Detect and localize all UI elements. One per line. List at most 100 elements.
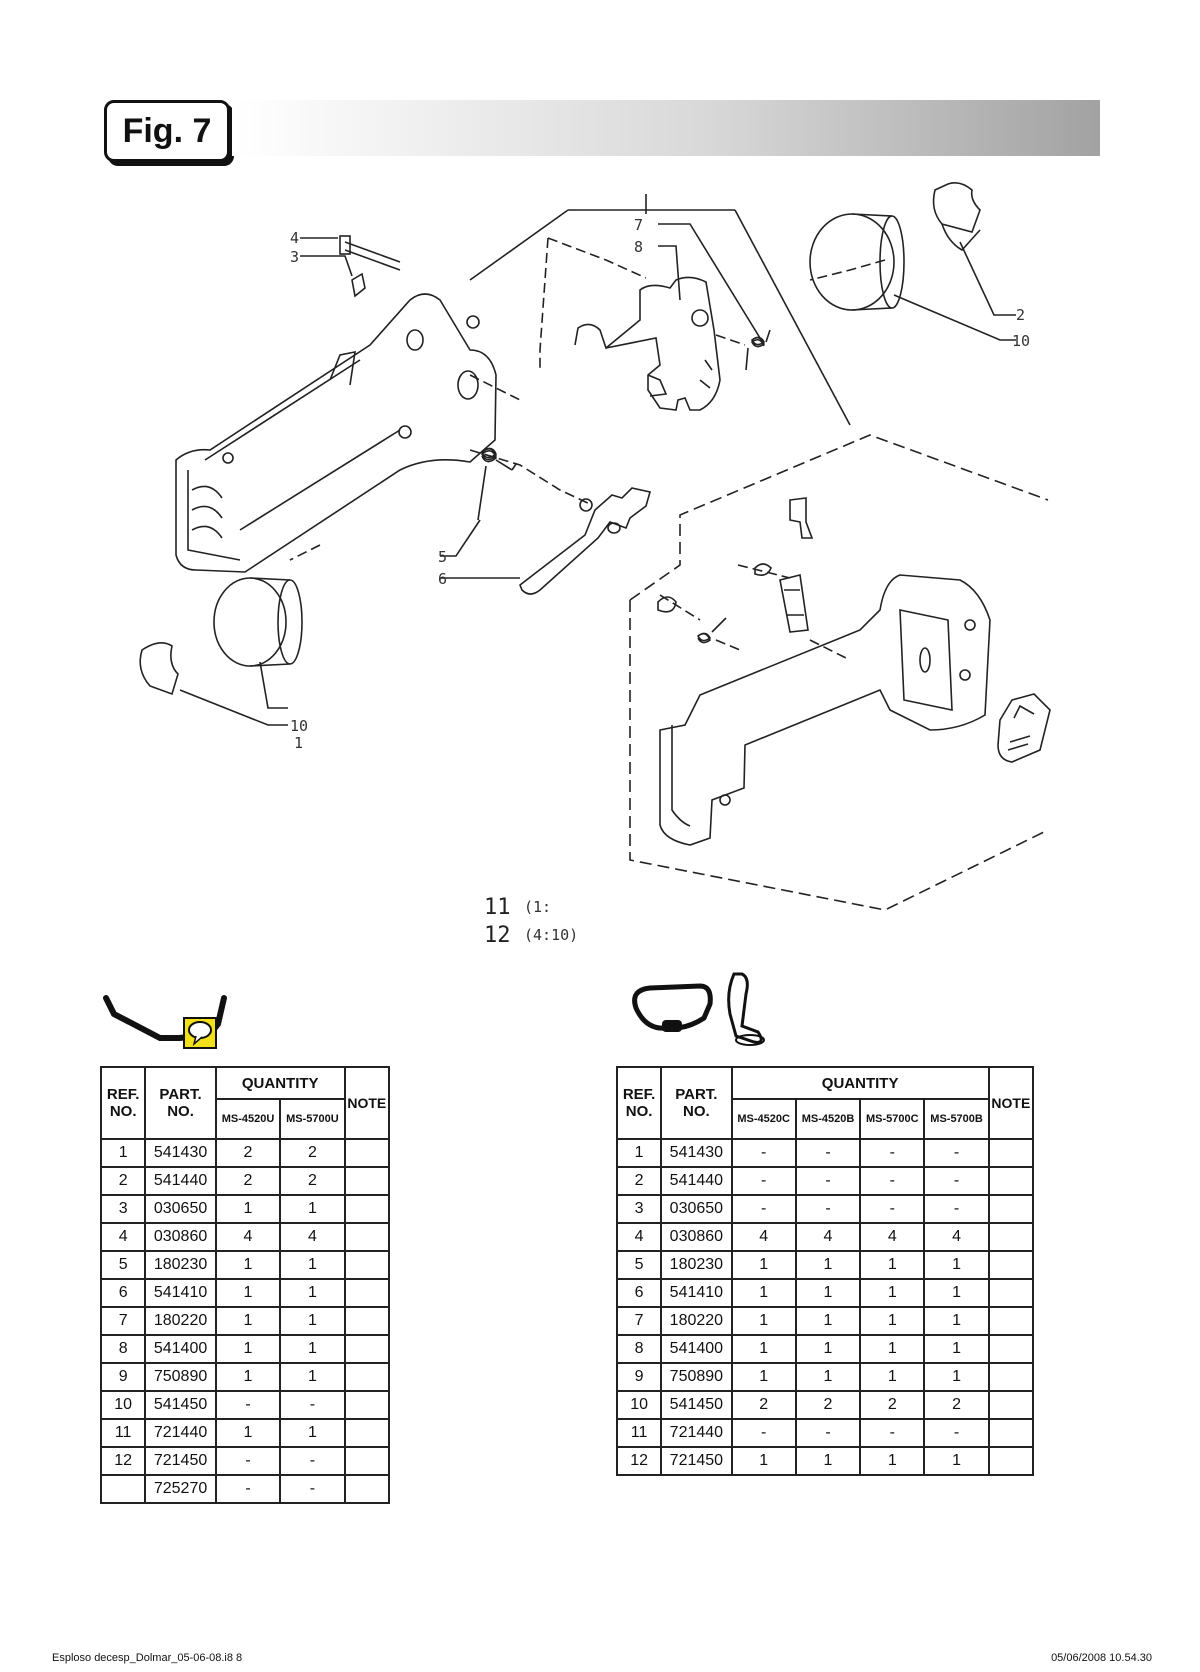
callout-1: 1 [294,734,303,752]
quantity-cell: 1 [279,1278,346,1308]
part-number-cell: 721450 [144,1446,217,1476]
ref-cell: 9 [615,1362,663,1392]
quantity-cell: 1 [859,1306,926,1336]
part-number-cell: 541410 [144,1278,217,1308]
loop-handle-icon [632,972,765,1046]
quantity-cell: 1 [214,1194,282,1224]
callout-10-lower: 10 [290,717,308,735]
ref-cell: 1 [615,1138,663,1168]
quantity-cell: - [794,1138,862,1168]
quantity-cell: 1 [279,1306,346,1336]
ref-cell [99,1474,147,1504]
ref-cell: 7 [615,1306,663,1336]
note-cell [987,1390,1035,1420]
ref-cell: 12 [615,1446,663,1476]
quantity-cell: 1 [730,1446,797,1476]
figure-header-bar [232,100,1100,156]
ref-cell: 10 [99,1390,147,1420]
quantity-cell: 1 [859,1446,926,1476]
part-number-cell: 721440 [660,1418,733,1448]
callout-5: 5 [438,548,447,566]
ref-no-header: REF.NO. [99,1066,147,1140]
quantity-cell: 1 [214,1362,282,1392]
quantity-cell: 1 [730,1334,797,1364]
model-header: MS-4520B [794,1098,862,1140]
note-cell [343,1334,391,1364]
callout-4: 4 [290,229,299,247]
part-number-cell: 541400 [660,1334,733,1364]
quantity-cell: 2 [730,1390,797,1420]
note-cell [343,1362,391,1392]
quantity-cell: - [279,1390,346,1420]
quantity-cell: 1 [214,1418,282,1448]
note-cell [343,1306,391,1336]
quantity-cell: 1 [279,1194,346,1224]
footer-file-info: Esploso decesp_Dolmar_05-06-08.i8 8 [52,1652,243,1664]
quantity-cell: 1 [730,1306,797,1336]
ref-cell: 3 [99,1194,147,1224]
part-number-cell: 721440 [144,1418,217,1448]
quantity-cell: 1 [794,1334,862,1364]
quantity-cell: 1 [794,1250,862,1280]
quantity-cell: 2 [279,1166,346,1196]
ref-cell: 11 [615,1418,663,1448]
note-cell [343,1278,391,1308]
quantity-cell: 2 [279,1138,346,1168]
part-no-header: PART.NO. [660,1066,733,1140]
part-number-cell: 541450 [144,1390,217,1420]
ref-cell: 2 [615,1166,663,1196]
ref-cell: 4 [615,1222,663,1252]
note-cell [987,1278,1035,1308]
quantity-cell: 1 [279,1418,346,1448]
quantity-cell: 1 [730,1362,797,1392]
quantity-cell: - [279,1474,346,1504]
quantity-cell: 1 [794,1446,862,1476]
part-number-cell: 180220 [660,1306,733,1336]
quantity-cell: 4 [794,1222,862,1252]
note-cell [343,1166,391,1196]
ref-cell: 8 [615,1334,663,1364]
quantity-cell: 4 [859,1222,926,1252]
model-header: MS-5700U [279,1098,346,1140]
quantity-cell: 4 [279,1222,346,1252]
ref-cell: 12 [99,1446,147,1476]
quantity-cell: 1 [730,1250,797,1280]
footer-timestamp: 05/06/2008 10.54.30 [1051,1652,1152,1664]
quantity-cell: 1 [859,1278,926,1308]
part-number-cell: 030650 [660,1194,733,1224]
quantity-header: QUANTITY [730,1066,990,1100]
part-number-cell: 541430 [144,1138,217,1168]
quantity-cell: - [730,1194,797,1224]
callout-7: 7 [634,216,643,234]
callout-12: 12 [484,923,511,948]
note-cell [987,1446,1035,1476]
part-number-cell: 725270 [144,1474,217,1504]
quantity-cell: 1 [923,1334,990,1364]
quantity-cell: 1 [923,1362,990,1392]
quantity-cell: - [859,1418,926,1448]
note-cell [987,1250,1035,1280]
part-number-cell: 180220 [144,1306,217,1336]
quantity-cell: - [730,1418,797,1448]
figure-label: Fig. 7 [104,100,230,162]
note-cell [987,1138,1035,1168]
ref-cell: 1 [99,1138,147,1168]
model-header: MS-4520U [214,1098,282,1140]
quantity-cell: 1 [214,1334,282,1364]
quantity-cell: 2 [214,1138,282,1168]
quantity-cell: - [923,1138,990,1168]
quantity-cell: 1 [923,1278,990,1308]
quantity-cell: 2 [794,1390,862,1420]
quantity-header: QUANTITY [214,1066,346,1100]
